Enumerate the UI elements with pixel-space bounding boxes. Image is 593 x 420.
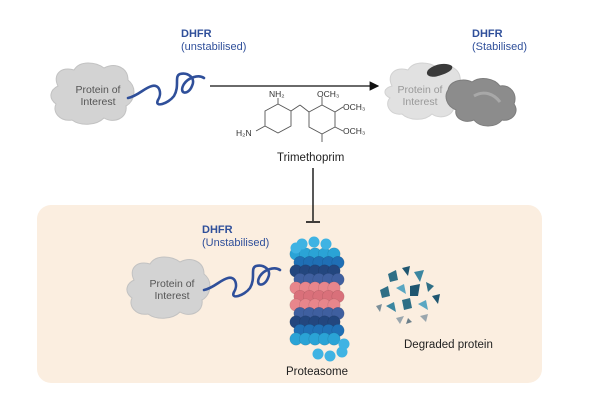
dhfr-label-top-right: DHFR [472,28,503,40]
poi-line-1: Protein of [75,84,121,96]
fragment [420,314,428,322]
atom-label-nh2: NH₂ [269,89,285,99]
trimethoprim-label: Trimethoprim [277,152,345,164]
fragment [426,282,434,292]
fragment [386,302,396,312]
proteasome-cap-subunit [338,338,350,350]
poi-label-bottom: Protein of Interest [142,278,202,302]
protein-of-interest-blob-bottom [126,256,211,319]
dhfr-status-top-right: (Stabilised) [472,41,528,53]
fragment [396,284,406,294]
fragment [402,298,412,310]
degraded-protein-label: Degraded protein [404,339,493,351]
fragment [406,318,412,324]
atom-label-och3-2: OCH₃ [343,102,366,112]
dhfr-label-top-left: DHFR [181,28,212,40]
fragment [376,304,382,312]
atom-label-och3-1: OCH₃ [317,89,340,99]
trimethoprim-structure [255,97,344,142]
poi-line-2: Interest [80,96,116,108]
fragment [396,316,404,324]
poi-line-2: Interest [154,290,190,302]
degradation-panel [37,205,542,383]
inhibition-bar [306,168,320,223]
proteasome [289,236,350,362]
degraded-protein-fragments [376,266,440,324]
fragment [418,300,428,310]
fragment [388,270,398,282]
fragment [410,284,420,296]
poi-line-1: Protein of [397,84,443,96]
poi-line-1: Protein of [149,278,195,290]
dhfr-chain-unstabilised-top [126,72,206,106]
poi-line-2: Interest [402,96,438,108]
poi-label-top-left: Protein of Interest [68,84,128,108]
proteasome-cap-subunit [324,350,336,362]
fragment [414,270,424,282]
atom-label-h2n: H₂N [236,128,252,138]
dhfr-status-bottom: (Unstabilised) [202,237,270,249]
dhfr-chain-unstabilised-bottom [202,264,282,298]
protein-of-interest-blob-top-left [50,62,135,125]
proteasome-cap-subunit [290,242,302,254]
proteasome-label: Proteasome [286,366,349,378]
dhfr-status-top-left: (unstabilised) [181,41,247,53]
proteasome-cap-subunit [320,238,332,250]
fragment [402,266,410,276]
fragment [380,286,390,298]
dhfr-folded-stabilised [445,78,517,127]
fragment [432,294,440,304]
proteasome-subunit [327,332,341,346]
atom-label-och3-3: OCH₃ [343,126,366,136]
proteasome-cap-subunit [308,236,320,248]
trimethoprim-bound-icon [426,63,453,77]
poi-label-top-right: Protein of Interest [390,84,450,108]
dhfr-label-bottom: DHFR [202,224,233,236]
proteasome-cap-subunit [312,348,324,360]
